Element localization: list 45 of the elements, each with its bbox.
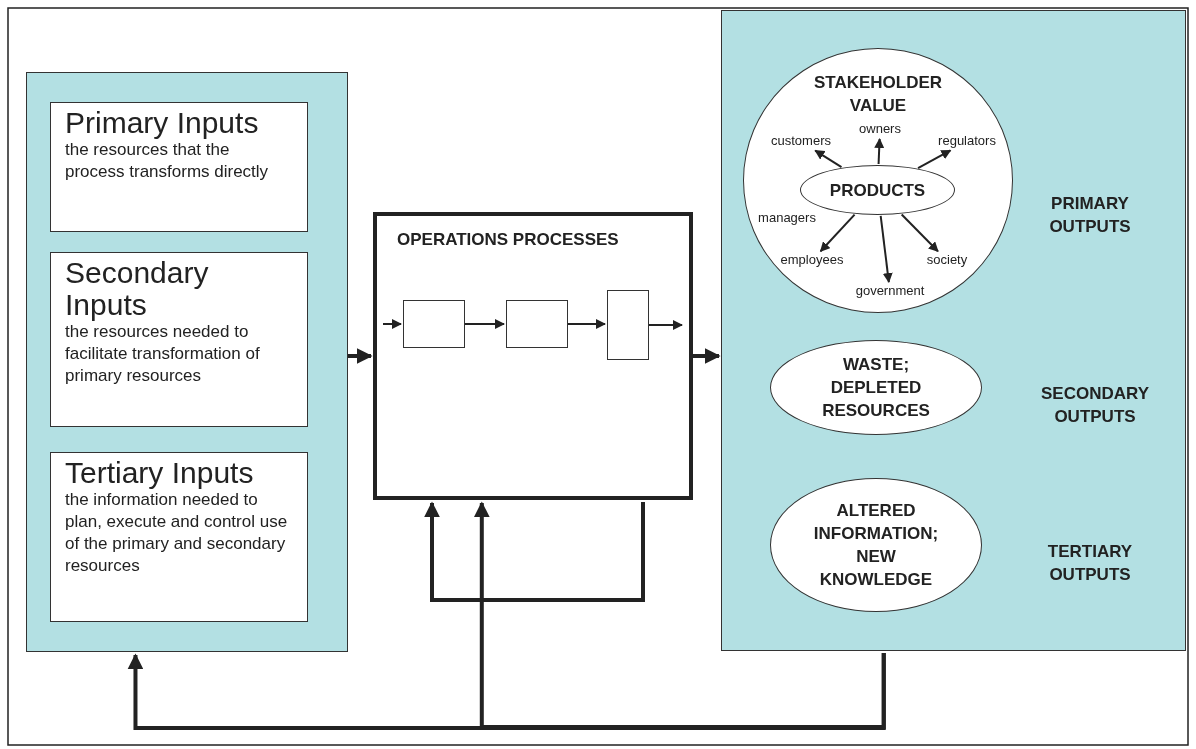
input-box — [50, 102, 308, 232]
node-heading: Secondary Inputs — [65, 257, 210, 321]
process-box — [373, 212, 693, 500]
node-heading: PRODUCTS — [829, 179, 926, 202]
input-box — [50, 252, 308, 427]
arrow — [874, 138, 885, 165]
node-heading: Primary Inputs — [65, 107, 260, 139]
inputs-panel — [26, 72, 348, 652]
arrow — [819, 213, 856, 253]
node-heading: OPERATIONS PROCESSES — [397, 230, 619, 249]
arrow — [348, 348, 373, 364]
arrow — [382, 319, 402, 329]
node-heading: WASTE; DEPLETED RESOURCES — [821, 354, 931, 422]
arrow — [879, 214, 893, 283]
stakeholder-label: society — [918, 252, 976, 269]
arrow — [473, 501, 886, 729]
arrow — [464, 319, 505, 329]
arrow — [567, 319, 606, 329]
arrow — [693, 348, 721, 364]
arrow — [814, 149, 843, 169]
arrow — [127, 653, 886, 730]
input-box — [50, 452, 308, 622]
node-heading: Tertiary Inputs — [65, 457, 255, 489]
stakeholder-label: government — [845, 283, 935, 300]
process-step-box — [403, 300, 465, 348]
node-description: the resources that the process transforms directly — [65, 139, 270, 183]
output-category-label: PRIMARY OUTPUTS — [1048, 193, 1132, 238]
output-category-label: TERTIARY OUTPUTS — [1046, 541, 1134, 586]
arrow — [648, 320, 683, 330]
arrow — [917, 149, 952, 170]
stakeholder-label: owners — [850, 121, 910, 138]
process-step-box — [607, 290, 649, 360]
node-description: the information needed to plan, execute and control use of the primary and secondary resources — [65, 489, 289, 577]
arrow — [900, 213, 939, 253]
stakeholder-label: customers — [765, 133, 837, 150]
node-description: the resources needed to facilitate transformation of primary resources — [65, 321, 261, 387]
output-category-label: SECONDARY OUTPUTS — [1040, 383, 1150, 428]
outputs-panel — [721, 10, 1186, 651]
feedback-arrow — [424, 501, 645, 602]
node-heading: STAKEHOLDER VALUE — [812, 72, 944, 117]
stakeholder-label: managers — [757, 209, 817, 227]
stakeholder-label: employees — [774, 252, 850, 269]
node-heading: ALTERED INFORMATION; NEW KNOWLEDGE — [812, 500, 940, 591]
stakeholder-label: regulators — [930, 133, 1004, 150]
process-step-box — [506, 300, 568, 348]
